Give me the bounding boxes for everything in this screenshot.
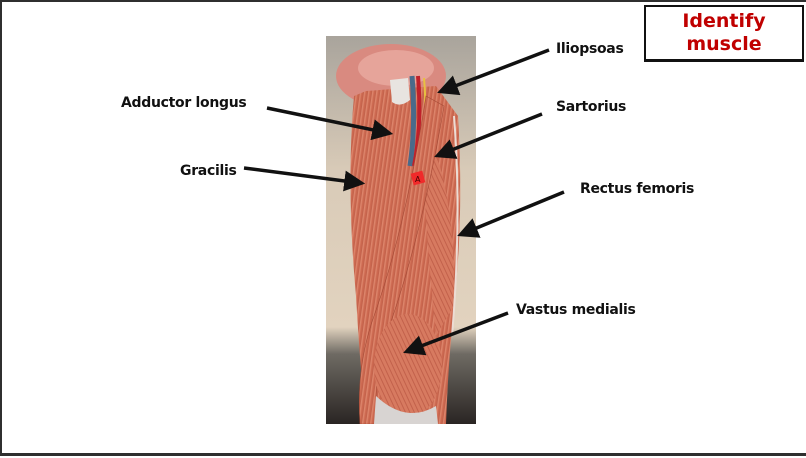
arrow-rectus-femoris [457,190,565,238]
title-line-2: muscle [686,33,762,55]
label-rectus-femoris: Rectus femoris [580,181,695,197]
label-gracilis: Gracilis [180,163,237,179]
label-iliopsoas: Iliopsoas [556,41,624,57]
label-sartorius: Sartorius [556,99,627,115]
title-line-1: Identify [682,10,766,32]
label-adductor-longus: Adductor longus [121,95,247,111]
model-tag-label: A [415,175,421,184]
thigh-muscle-model-photo: A [326,36,476,424]
title-box: Identify muscle [644,5,804,62]
label-vastus-medialis: Vastus medialis [516,302,636,318]
